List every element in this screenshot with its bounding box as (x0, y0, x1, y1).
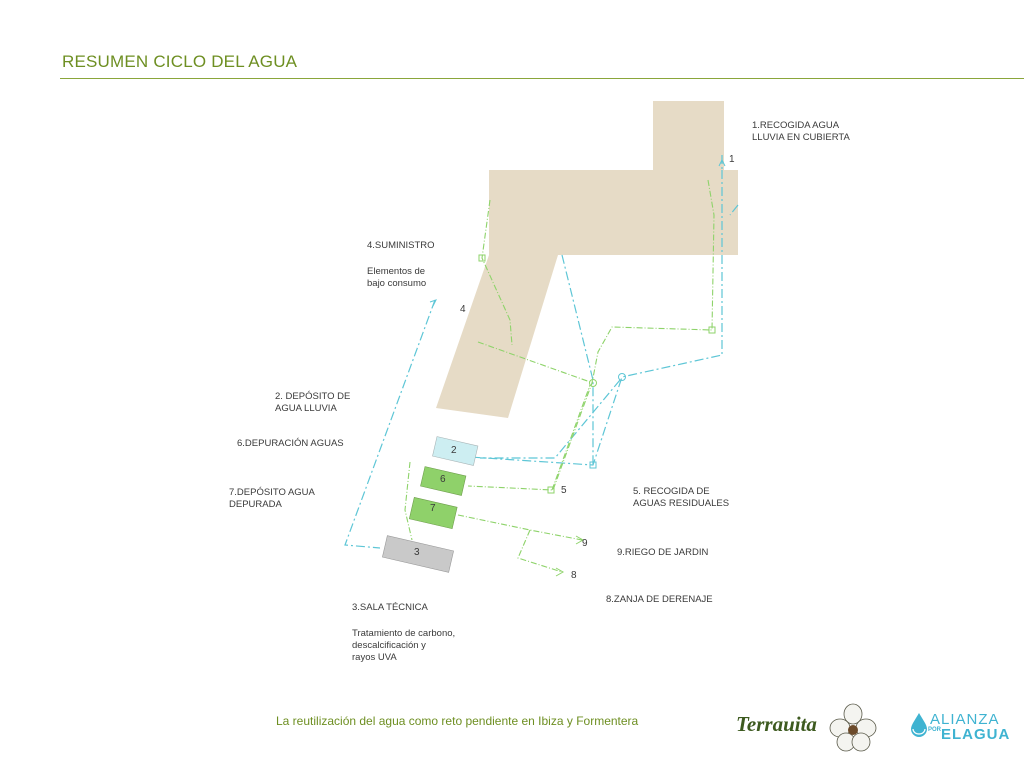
tank-6 (420, 466, 467, 496)
arrows (429, 158, 726, 577)
marker-8: 8 (571, 570, 577, 581)
arrow-supply (429, 299, 437, 307)
junction-tank2 (589, 461, 597, 469)
title-divider (60, 78, 1024, 79)
label-depuracion: 6.DEPURACIÓN AGUAS (237, 438, 344, 449)
arrow-8 (555, 567, 565, 577)
marker-3: 3 (414, 547, 420, 558)
rainwater-lines (344, 155, 739, 549)
rain-junction-markers (589, 373, 626, 469)
junction-collector (547, 486, 555, 494)
marker-7: 7 (430, 503, 436, 514)
label-recogida-lluvia: 1.RECOGIDA AGUA LLUVIA EN CUBIERTA (752, 120, 850, 143)
label-suministro: 4.SUMINISTRO (367, 240, 435, 251)
label-elementos-bajo-consumo: Elementos de bajo consumo (367, 266, 427, 289)
arrow-roof (718, 158, 726, 167)
rain-line-roof-east (729, 204, 739, 216)
page-title: RESUMEN CICLO DEL AGUA (62, 52, 298, 71)
label-tratamiento: Tratamiento de carbono, descalcificación… (352, 628, 456, 663)
grey-line-mid (477, 341, 594, 384)
rain-line-roof (469, 170, 723, 466)
grey-line-collector (551, 384, 591, 491)
greywater-lines (404, 179, 715, 573)
label-recogida-residuales: 5. RECOGIDA DE AGUAS RESIDUALES (633, 486, 730, 509)
tank-7 (408, 496, 458, 530)
junction-east (708, 326, 716, 334)
label-riego: 9.RIEGO DE JARDIN (617, 547, 709, 558)
junction-markers (478, 254, 716, 494)
cotton-flower-icon (829, 703, 877, 752)
marker-9: 9 (582, 538, 588, 549)
terrauita-logo: Terrauita (736, 712, 817, 736)
tank-2 (432, 436, 479, 466)
water-drop-icon (911, 713, 927, 737)
arrow-9 (575, 535, 585, 545)
alianza-logo-por: POR (928, 727, 942, 733)
marker-5: 5 (561, 485, 567, 496)
marker-1: 1 (729, 154, 735, 165)
junction-center (589, 379, 597, 387)
grey-line-drain (517, 529, 563, 573)
footer-text: La reutilización del agua como reto pend… (276, 714, 639, 728)
tank-3 (382, 535, 454, 573)
marker-6: 6 (440, 474, 446, 485)
rain-line-diagonal (561, 254, 594, 465)
marker-4: 4 (460, 304, 466, 315)
label-sala-tecnica: 3.SALA TÉCNICA (352, 602, 428, 613)
building-footprint (436, 101, 738, 418)
alianza-logo-top: ALIANZA (930, 711, 1000, 728)
marker-2: 2 (451, 445, 457, 456)
alianza-logo-bottom: ELAGUA (941, 726, 1011, 743)
junction-roof (618, 373, 626, 381)
grey-line-north (481, 199, 513, 346)
grey-line-tanks (404, 461, 413, 541)
label-zanja: 8.ZANJA DE DERENAJE (606, 594, 713, 605)
label-deposito-lluvia: 2. DEPÓSITO DE AGUA LLUVIA (275, 391, 351, 414)
junction-north (478, 254, 486, 262)
grey-line-irrigation (457, 514, 583, 541)
label-deposito-depurada: 7.DEPÓSITO AGUA DEPURADA (229, 487, 315, 510)
rain-line-west (344, 299, 436, 549)
grey-line-east (467, 179, 715, 491)
